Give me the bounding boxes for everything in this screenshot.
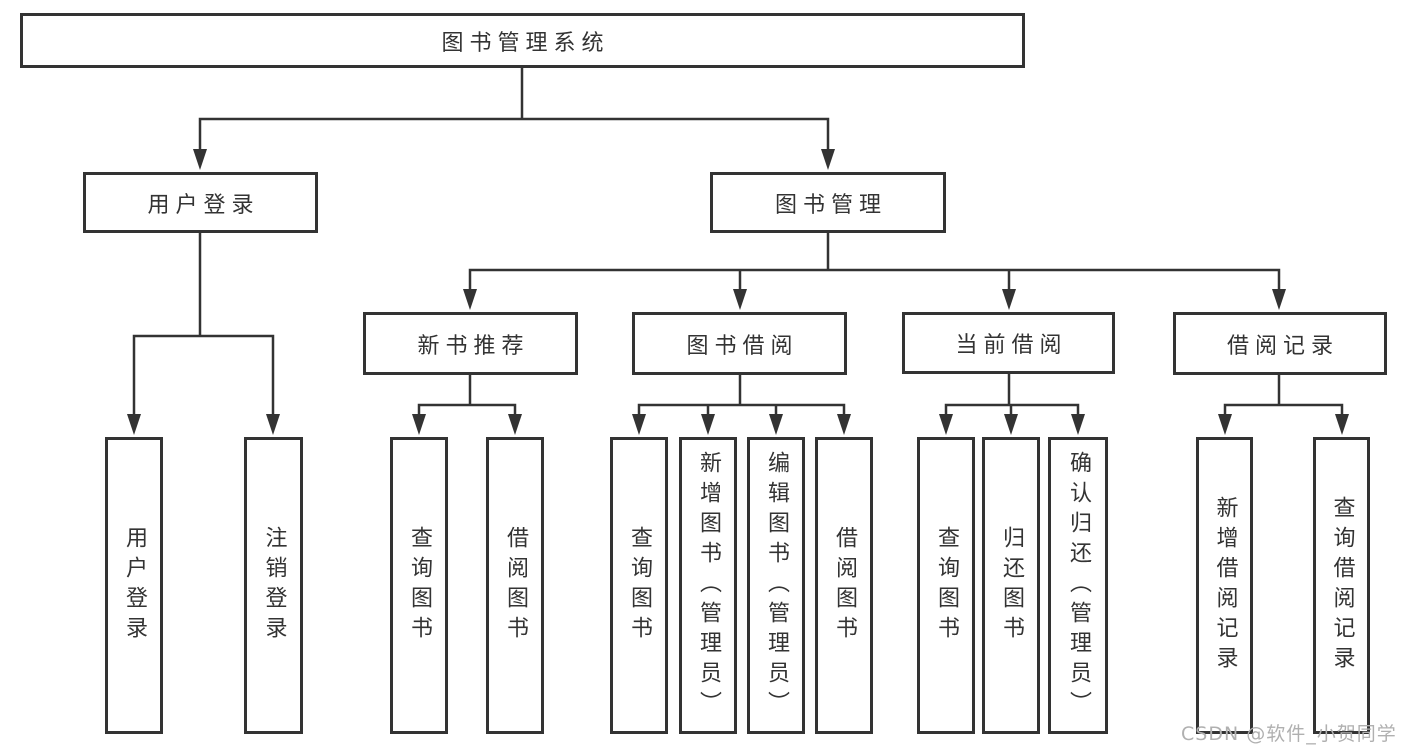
leaf-query-book-borrow: 查询图书 xyxy=(610,437,668,734)
leaf-label: 新增借阅记录 xyxy=(1212,495,1238,676)
leaf-label: 查询图书 xyxy=(407,525,432,646)
leaf-borrow-book-recommend: 借阅图书 xyxy=(486,437,544,734)
node-library-management-system: 图书管理系统 xyxy=(20,13,1025,68)
leaf-borrow-book: 借阅图书 xyxy=(815,437,873,734)
leaf-label: 查询图书 xyxy=(934,525,959,646)
leaf-label: 确认归还（管理员） xyxy=(1066,450,1091,721)
leaf-logout: 注销登录 xyxy=(244,437,303,734)
leaf-label: 查询图书 xyxy=(627,525,652,646)
leaf-edit-book-admin: 编辑图书（管理员） xyxy=(747,437,805,734)
csdn-watermark: CSDN @软件_小贺同学 xyxy=(1181,723,1397,745)
leaf-return-book: 归还图书 xyxy=(982,437,1040,734)
node-borrow-record: 借阅记录 xyxy=(1173,312,1387,375)
node-user-login: 用户登录 xyxy=(83,172,318,233)
leaf-query-borrow-record: 查询借阅记录 xyxy=(1313,437,1370,734)
leaf-add-borrow-record: 新增借阅记录 xyxy=(1196,437,1253,734)
leaf-add-book-admin: 新增图书（管理员） xyxy=(679,437,737,734)
leaf-label: 借阅图书 xyxy=(832,525,857,646)
node-current-borrow: 当前借阅 xyxy=(902,312,1115,374)
leaf-label: 归还图书 xyxy=(999,525,1024,646)
leaf-label: 借阅图书 xyxy=(503,525,528,646)
node-book-borrow: 图书借阅 xyxy=(632,312,847,375)
leaf-query-book-recommend: 查询图书 xyxy=(390,437,448,734)
leaf-query-book-current: 查询图书 xyxy=(917,437,975,734)
leaf-label: 用户登录 xyxy=(122,525,147,646)
tree-branch-lines xyxy=(132,68,1344,417)
leaf-label: 注销登录 xyxy=(261,525,287,646)
node-new-book-recommend: 新书推荐 xyxy=(363,312,578,375)
leaf-confirm-return-admin: 确认归还（管理员） xyxy=(1048,437,1108,734)
node-book-management: 图书管理 xyxy=(710,172,946,233)
leaf-label: 查询借阅记录 xyxy=(1329,495,1355,676)
arrowhead-icons xyxy=(127,149,1349,435)
leaf-label: 新增图书（管理员） xyxy=(696,450,721,721)
leaf-user-login: 用户登录 xyxy=(105,437,163,734)
leaf-label: 编辑图书（管理员） xyxy=(764,450,789,721)
